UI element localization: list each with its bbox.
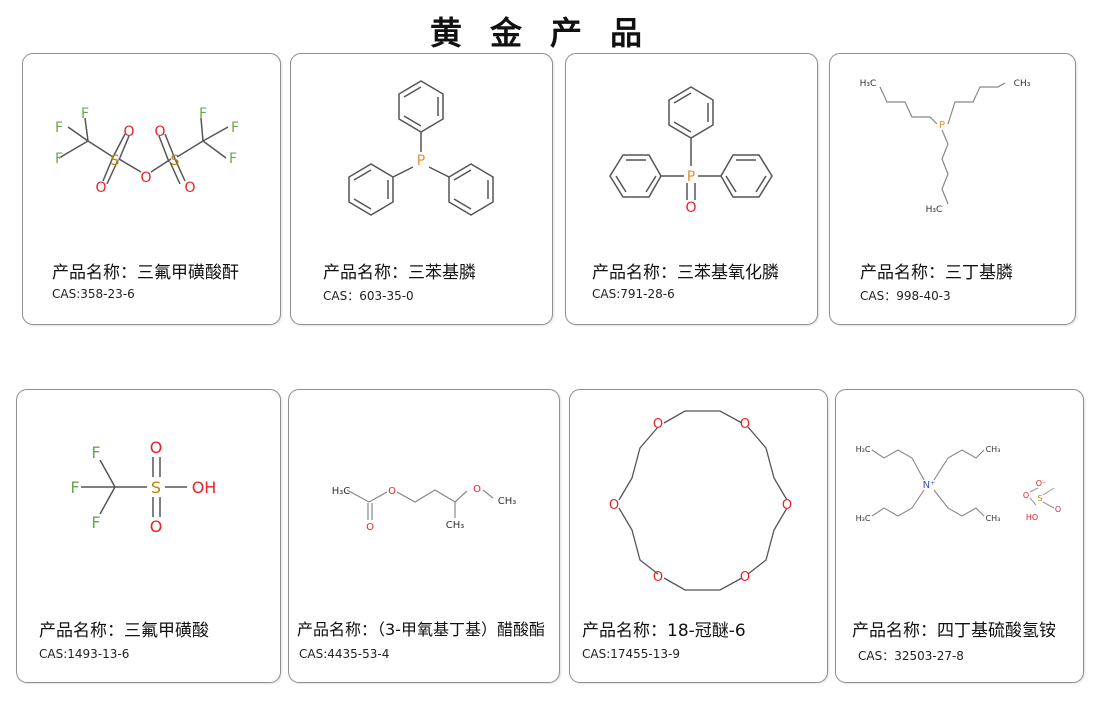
structure-18-crown-6: O O O O O O — [609, 410, 792, 591]
atom-label: O — [609, 498, 619, 513]
product-card-triflic-acid[interactable]: F F F S O O OH 产品名称：三氟甲磺酸 CAS:1493-13-6 — [16, 389, 281, 683]
atom-label: S — [151, 478, 161, 497]
atom-label: CH₃ — [986, 445, 1001, 454]
product-card-tbahs[interactable]: H₃C CH₃ N⁺ H₃C CH₃ O⁻ O S O HO 产品名称：四丁基硫… — [835, 389, 1084, 683]
atom-label: O — [653, 570, 663, 585]
atom-label: CH₃ — [986, 514, 1001, 523]
product-name: 产品名称：三丁基膦 — [860, 263, 1013, 283]
structure-tbahs: H₃C CH₃ N⁺ H₃C CH₃ O⁻ O S O HO — [856, 445, 1062, 523]
product-name: 产品名称：（3-甲氧基丁基）醋酸酯 — [297, 620, 545, 639]
atom-label: O — [685, 200, 696, 216]
product-name: 产品名称：18-冠醚-6 — [582, 621, 746, 641]
product-card-tributylphosphine[interactable]: H₃C P CH₃ H₃C 产品名称：三丁基膦 CAS：998-40-3 — [829, 53, 1076, 325]
product-cas: CAS:358-23-6 — [52, 287, 135, 301]
page-title: 黄金产品 — [429, 14, 670, 52]
atom-label: O — [1023, 491, 1029, 500]
atom-label: F — [231, 120, 239, 136]
atom-label: O — [1055, 505, 1061, 514]
atom-label: O — [184, 180, 195, 196]
product-cas: CAS:4435-53-4 — [299, 647, 390, 661]
atom-label: O — [473, 484, 481, 495]
atom-label: H₃C — [926, 205, 943, 215]
product-name: 产品名称：三苯基氧化膦 — [592, 263, 779, 283]
structure-triphenylphosphine: P — [348, 80, 494, 216]
product-cas: CAS:1493-13-6 — [39, 647, 130, 661]
atom-label: O — [740, 417, 750, 432]
structure-triflic-anhydride: F F F S O O O S O O F F F — [55, 106, 239, 196]
product-name: 产品名称：三氟甲磺酸 — [39, 621, 209, 641]
atom-label: S — [111, 153, 120, 169]
atom-label: F — [199, 106, 207, 122]
atom-label: CH₃ — [446, 520, 465, 531]
atom-label: H₃C — [332, 486, 351, 497]
atom-label: H₃C — [856, 514, 871, 523]
structure-triphenylphosphine-oxide: P O — [609, 86, 773, 216]
atom-label: O — [123, 124, 134, 140]
atom-label: CH₃ — [498, 496, 517, 507]
atom-label: H₃C — [856, 445, 871, 454]
atom-label: O — [150, 438, 163, 457]
atom-label: F — [91, 443, 100, 462]
atom-label: S — [1037, 494, 1042, 503]
atom-label: F — [81, 106, 89, 122]
atom-label: CH₃ — [1014, 79, 1031, 89]
atom-label: P — [417, 153, 425, 169]
product-name: 产品名称：三氟甲磺酸酐 — [52, 263, 239, 283]
atom-label: O — [95, 180, 106, 196]
atom-label: HO — [1026, 513, 1038, 522]
product-cas: CAS：32503-27-8 — [858, 649, 964, 663]
atom-label: O — [740, 570, 750, 585]
atom-label: S — [171, 153, 180, 169]
atom-label: O — [782, 498, 792, 513]
atom-label: H₃C — [860, 79, 877, 89]
product-card-18-crown-6[interactable]: O O O O O O 产品名称：18-冠醚-6 CAS:17455-13-9 — [569, 389, 828, 683]
structure-tributylphosphine: H₃C P CH₃ H₃C — [860, 79, 1031, 215]
product-cas: CAS:791-28-6 — [592, 287, 675, 301]
atom-label: N⁺ — [923, 480, 936, 491]
product-cas: CAS:17455-13-9 — [582, 647, 680, 661]
atom-label: O⁻ — [1036, 479, 1047, 488]
atom-label: F — [229, 151, 237, 167]
product-card-triphenylphosphine[interactable]: P 产品名称：三苯基膦 CAS：603-35-0 — [290, 53, 553, 325]
atom-label: O — [140, 170, 151, 186]
atom-label: F — [55, 120, 63, 136]
atom-label: F — [70, 478, 79, 497]
product-cas: CAS：998-40-3 — [860, 289, 951, 303]
atom-label: O — [653, 417, 663, 432]
product-cas: CAS：603-35-0 — [323, 289, 414, 303]
atom-label: F — [91, 513, 100, 532]
product-card-methoxybutyl-acetate[interactable]: H₃C O O O CH₃ CH₃ 产品名称：（3-甲氧基丁基）醋酸酯 CAS:… — [288, 389, 560, 683]
product-name: 产品名称：四丁基硫酸氢铵 — [852, 621, 1056, 641]
atom-label: P — [939, 120, 945, 131]
product-card-triflic-anhydride[interactable]: F F F S O O O S O O F F F 产品名称：三氟甲磺酸酐 CA… — [22, 53, 281, 325]
product-name: 产品名称：三苯基膦 — [323, 263, 476, 283]
atom-label: O — [388, 486, 396, 497]
atom-label: O — [154, 124, 165, 140]
atom-label: OH — [192, 478, 217, 497]
atom-label: P — [687, 169, 695, 185]
atom-label: F — [55, 151, 63, 167]
atom-label: O — [150, 517, 163, 536]
structure-triflic-acid: F F F S O O OH — [70, 438, 217, 536]
structure-methoxybutyl-acetate: H₃C O O O CH₃ CH₃ — [332, 484, 517, 533]
product-card-triphenylphosphine-oxide[interactable]: P O 产品名称：三苯基氧化膦 CAS:791-28-6 — [565, 53, 818, 325]
atom-label: O — [366, 522, 374, 533]
